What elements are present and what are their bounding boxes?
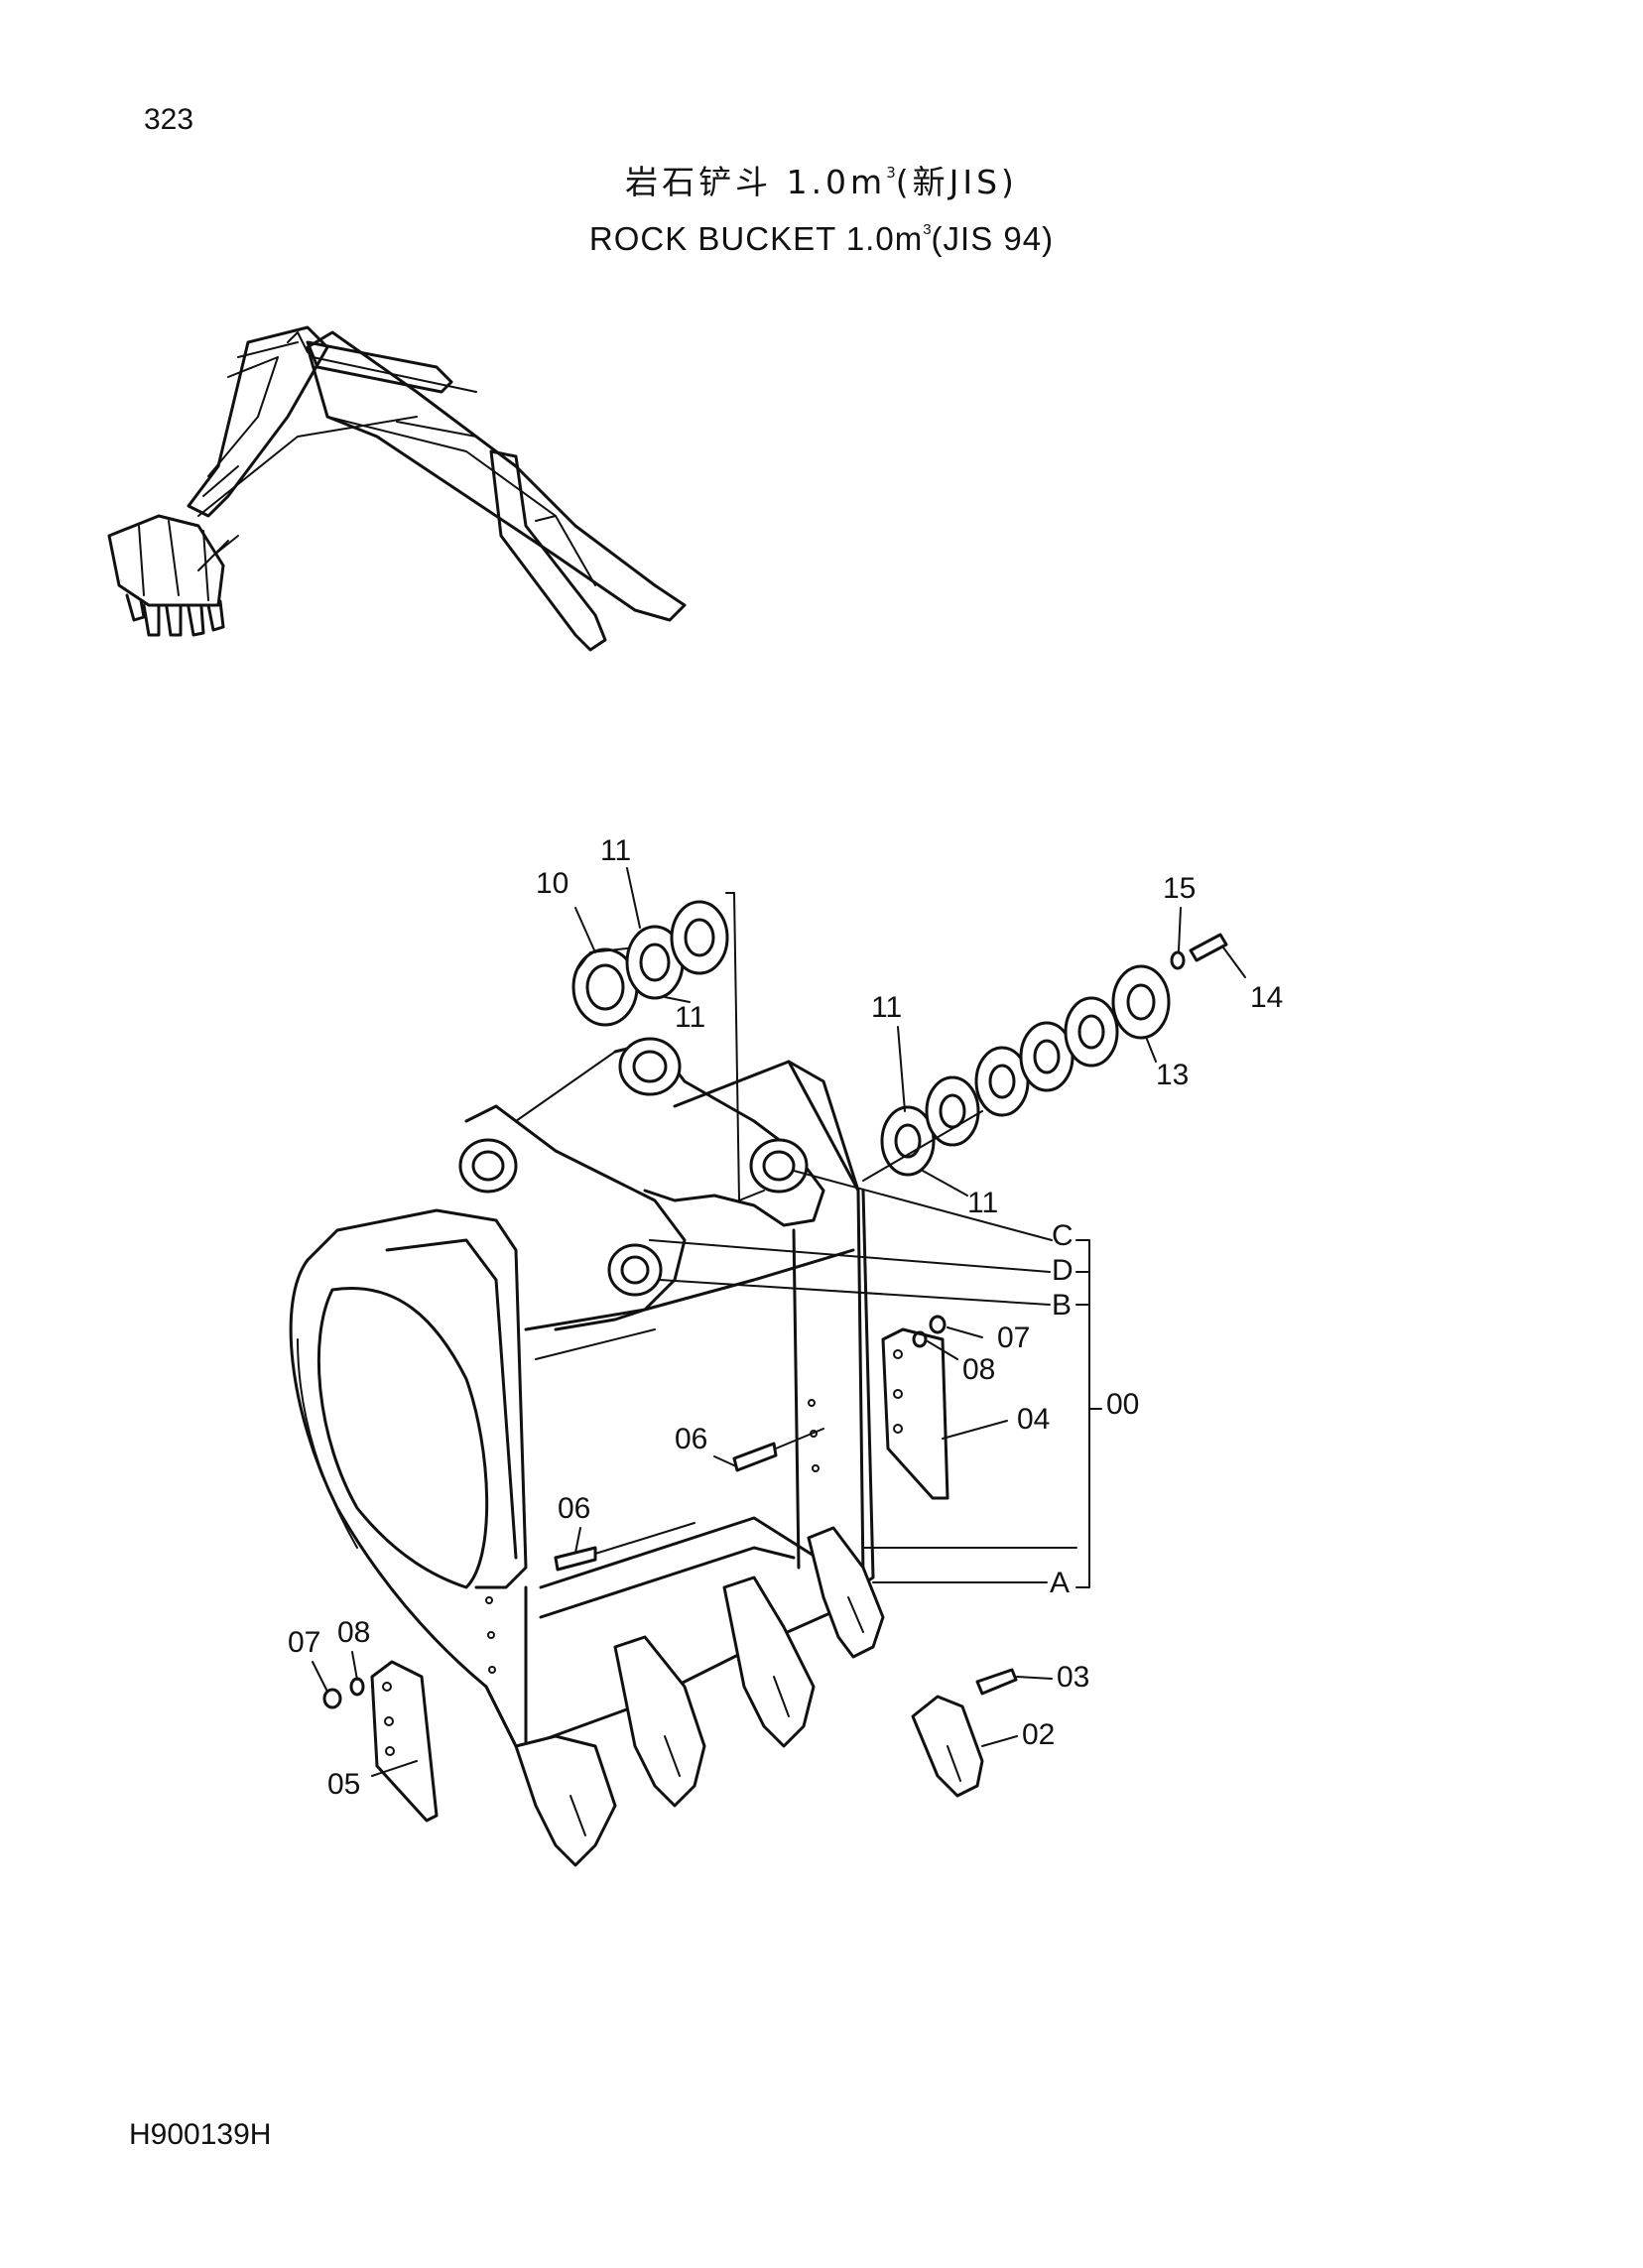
callout-07: 07 [997,1322,1030,1354]
callout-02: 02 [1022,1718,1055,1751]
callout-11: 11 [675,1001,705,1034]
callout-ref-b: B [1052,1289,1072,1322]
callout-06: 06 [558,1492,590,1525]
callout-03: 03 [1057,1661,1089,1694]
page-number: 323 [144,103,194,136]
rock-bucket-assembly [289,1037,885,1867]
callout-ref-c: C [1052,1219,1074,1252]
title-block: 岩石铲斗 1.0m3(新JIS) ROCK BUCKET 1.0m3(JIS 9… [0,149,1643,263]
callout-08: 08 [337,1616,370,1649]
shims-part-11-13-lower [880,964,1171,1177]
leader-lines [312,867,1246,1777]
callout-10: 10 [536,867,569,900]
callout-07: 07 [288,1626,320,1659]
callout-14: 14 [1250,981,1283,1014]
title-english: ROCK BUCKET 1.0m3(JIS 94) [588,220,1055,257]
callout-06: 06 [675,1423,707,1455]
callout-05: 05 [327,1768,360,1801]
callout-08: 08 [962,1353,995,1386]
excavator-arm-thumbnail [107,325,687,652]
side-cutter-part-05 [322,1660,439,1823]
shims-part-11-upper [625,900,729,1000]
callout-11: 11 [600,834,631,867]
tooth-and-pin-part-02-03 [911,1668,1018,1798]
callout-11: 11 [871,991,902,1024]
title-chinese: 岩石铲斗 1.0m3(新JIS) [625,163,1018,201]
callout-ref-d: D [1052,1254,1074,1287]
document-code: H900139H [129,2118,272,2151]
callout-ref-a: A [1050,1567,1070,1599]
side-cutter-part-04 [881,1315,949,1500]
callout-04: 04 [1017,1403,1050,1436]
callout-13: 13 [1156,1059,1189,1091]
bucket-teeth [514,1526,885,1867]
callout-00: 00 [1106,1388,1139,1421]
callout-labels: 10 11 11 11 11 13 14 15 C D B A 07 08 04… [288,834,1283,1801]
callout-15: 15 [1163,872,1196,905]
bolt-washer-part-14-15 [1170,933,1228,970]
callout-11: 11 [967,1187,998,1219]
